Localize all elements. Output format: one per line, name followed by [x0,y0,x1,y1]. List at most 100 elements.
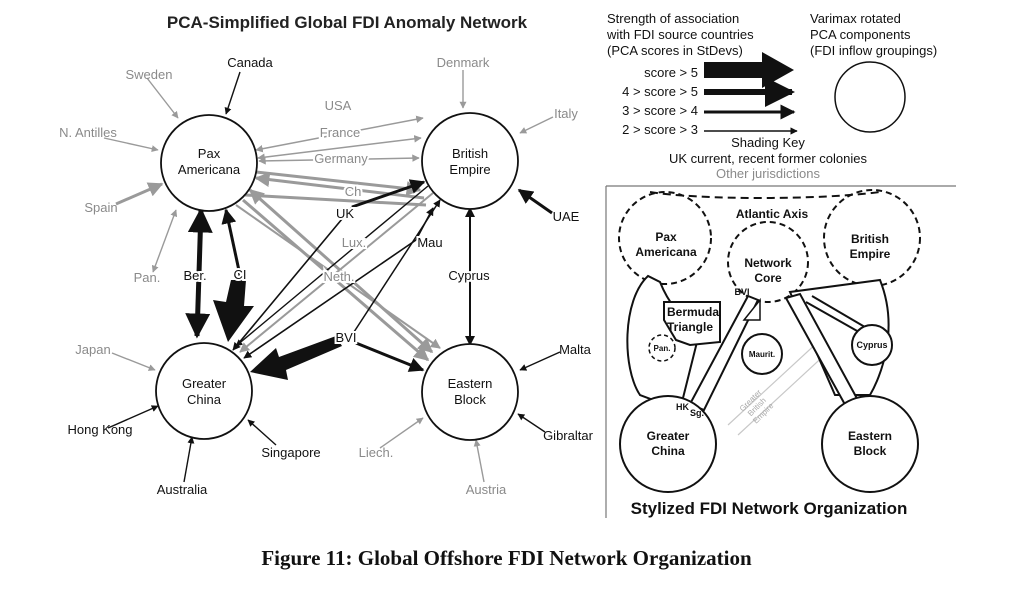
svg-text:Empire: Empire [449,162,490,177]
edge-ci-thin [221,208,243,281]
stylized-atlantic-axis: Atlantic Axis [736,207,809,221]
label-hong-kong: Hong Kong [67,422,132,437]
label-uk: UK [336,206,354,221]
edge-mau-china [243,239,417,359]
label-n-antilles: N. Antilles [59,125,117,140]
stylized-pan [648,334,676,362]
country-edges [103,70,561,483]
label-usa: USA [325,98,352,113]
svg-text:Empire: Empire [850,247,891,261]
node-greater-china: Greater China [155,342,253,440]
edge-lux-1 [248,188,434,354]
edge-bvi-british [351,199,441,336]
edge-bvi-eastern [355,341,425,372]
legend-shading-light: Other jurisdictions [716,166,821,181]
label-mau: Mau [417,235,442,250]
legend-varimax-line3: (FDI inflow groupings) [810,43,937,58]
stylized-title: Stylized FDI Network Organization [631,499,908,518]
label-pan: Pan. [134,270,161,285]
stylized-bermuda-box [663,301,721,347]
svg-text:Triangle: Triangle [667,320,713,334]
svg-text:Cyprus: Cyprus [856,340,887,350]
label-cyprus: Cyprus [448,268,490,283]
stylized-hk-label: HK [676,402,689,412]
edge-british-china-2 [239,192,434,353]
label-singapore: Singapore [261,445,320,460]
label-canada: Canada [227,55,273,70]
legend-strength-line3: (PCA scores in StDevs) [607,43,743,58]
legend-level-1: score > 5 [644,65,698,80]
svg-text:Maurit.: Maurit. [749,350,775,359]
edge-lux-2 [242,198,430,362]
label-denmark: Denmark [437,55,490,70]
stylized-core [727,221,809,303]
edge-bvi-thick [250,336,342,380]
legend-level-4: 2 > score > 3 [622,122,698,137]
node-eastern-block: Eastern Block [421,343,519,441]
edge-neth [244,193,427,207]
stylized-eastern [821,395,919,493]
node-british-empire: British Empire [421,112,519,210]
country-labels: Canada Sweden Denmark Italy N. Antilles … [59,55,593,497]
label-neth: Neth. [323,269,354,284]
legend: Strength of association with FDI source … [606,11,937,181]
edge-ch [255,170,422,196]
label-ci: CI [234,267,247,282]
stylized-maurit [741,333,783,375]
anomaly-network-panel: PCA-Simplified Global FDI Anomaly Networ… [59,13,593,497]
svg-text:Pax: Pax [655,230,677,244]
stylized-cyprus [851,324,893,366]
svg-text:China: China [187,392,222,407]
label-italy: Italy [554,106,578,121]
label-ch: Ch [345,184,362,199]
legend-strength-line1: Strength of association [607,11,739,26]
stylized-panel: Bermuda Triangle Maurit. Cyprus Pan. Atl… [605,185,956,518]
svg-text:Eastern: Eastern [448,376,493,391]
stylized-atlantic-band [649,191,881,199]
svg-text:Pax: Pax [198,146,221,161]
label-japan: Japan [75,342,110,357]
svg-text:Americana: Americana [635,245,697,259]
label-liech: Liech. [359,445,394,460]
svg-text:Eastern: Eastern [848,429,892,443]
svg-text:Pan.: Pan. [654,344,671,353]
stylized-bvi-label: BVI [734,287,749,297]
figure-caption: Figure 11: Global Offshore FDI Network O… [261,546,752,570]
label-austria: Austria [466,482,507,497]
legend-shading-dark: UK current, recent former colonies [669,151,867,166]
node-pax-americana: Pax Americana [160,114,258,212]
legend-shading-key: Shading Key [731,135,805,150]
label-ber: Ber. [183,268,206,283]
label-lux: Lux. [342,235,367,250]
label-sweden: Sweden [126,67,173,82]
edge-ber [185,207,213,339]
label-bvi: BVI [336,330,357,345]
stylized-sg-label: Sg. [690,408,704,418]
network-title: PCA-Simplified Global FDI Anomaly Networ… [167,13,528,32]
legend-varimax-line1: Varimax rotated [810,11,901,26]
edge-ci-thick [213,280,254,342]
stylized-core-to-china [688,294,760,412]
label-france: France [320,125,360,140]
svg-text:Americana: Americana [178,162,241,177]
label-gibraltar: Gibraltar [543,428,594,443]
svg-text:Greater: Greater [647,429,690,443]
stylized-pax [618,191,712,285]
edge-uk-british [351,179,426,209]
svg-text:British: British [851,232,889,246]
legend-level-3: 3 > score > 4 [622,103,698,118]
legend-component-circle [834,61,906,133]
svg-text:Core: Core [754,271,782,285]
label-spain: Spain [84,200,117,215]
legend-level-2: 4 > score > 5 [622,84,698,99]
svg-text:Block: Block [454,392,486,407]
label-malta: Malta [559,342,592,357]
svg-text:Network: Network [744,256,792,270]
svg-text:Greater: Greater [182,376,227,391]
cross-edges [185,115,475,380]
stylized-right-arm [788,278,890,396]
stylized-china [619,395,717,493]
svg-text:Block: Block [854,444,887,458]
edge-neth-2 [235,204,441,349]
